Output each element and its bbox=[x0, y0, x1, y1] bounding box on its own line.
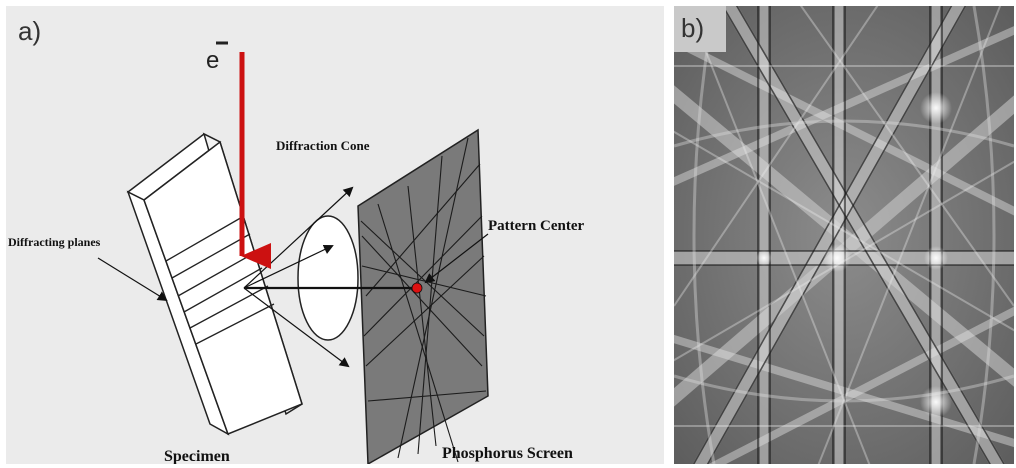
diffracting-planes-pointer bbox=[97, 257, 168, 302]
diffraction-cone-label: Diffraction Cone bbox=[276, 138, 370, 153]
diffraction-cone-ellipse bbox=[297, 215, 359, 341]
screen-kikuchi-lines bbox=[360, 137, 487, 463]
panel-a-schematic: a) bbox=[6, 6, 664, 464]
pattern-center-dot bbox=[411, 282, 423, 294]
panel-b-label-box: b) bbox=[674, 6, 726, 52]
electron-label: e bbox=[206, 47, 219, 74]
cone-rays bbox=[243, 186, 354, 368]
kikuchi-bands bbox=[674, 6, 1014, 464]
diffracting-planes-label: Diffracting planes bbox=[8, 235, 101, 249]
pattern-center-pointer bbox=[424, 233, 489, 284]
pattern-center-label: Pattern Center bbox=[488, 218, 585, 234]
panel-b-kikuchi-pattern: b) bbox=[674, 6, 1014, 464]
panel-b-label: b) bbox=[681, 13, 705, 43]
ebsd-geometry-diagram: a) bbox=[8, 16, 585, 464]
phosphorus-screen-label: Phosphorus Screen bbox=[442, 445, 573, 462]
zone-axis-poles bbox=[756, 92, 952, 418]
panel-a-label: a) bbox=[18, 16, 41, 46]
specimen-label: Specimen bbox=[164, 448, 230, 464]
phosphorus-screen bbox=[357, 128, 489, 464]
kikuchi-pattern-image bbox=[674, 6, 1014, 464]
specimen-block bbox=[126, 132, 303, 436]
